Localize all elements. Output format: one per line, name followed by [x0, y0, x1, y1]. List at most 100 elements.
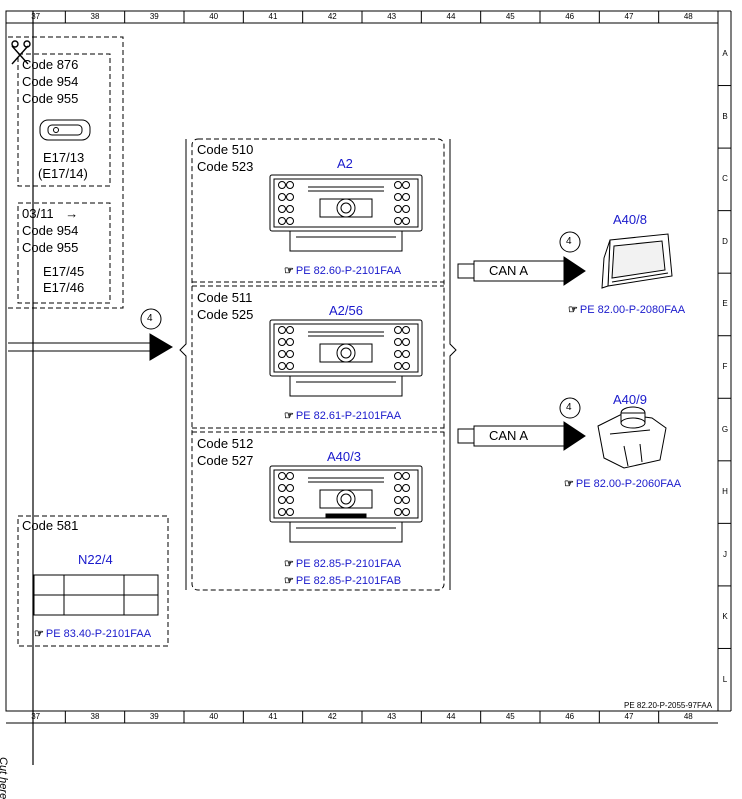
output-1-ref-text: PE 82.00-P-2080FAA — [579, 304, 686, 316]
unit-3-title: A40/3 — [327, 449, 361, 464]
row-label: F — [722, 362, 728, 371]
column-label: 46 — [565, 712, 575, 721]
can-a-connector-1 — [457, 256, 586, 286]
left-group-3-code: Code 581 — [22, 518, 79, 533]
unit-3-ref-2-text: PE 82.85-P-2101FAB — [295, 575, 402, 587]
column-label: 39 — [149, 12, 159, 21]
unit-2-code-2: Code 525 — [197, 307, 254, 322]
left-group-1-part: E17/13 — [43, 150, 85, 165]
row-label: H — [722, 487, 728, 497]
left-group-2-date: 03/11 → — [22, 206, 78, 221]
left-group-2-date-text: 03/11 — [22, 206, 54, 221]
left-group-2-arrow-icon: → — [65, 206, 79, 221]
n22-4-module-icon — [33, 574, 159, 616]
unit-2-code-1: Code 511 — [197, 290, 253, 305]
left-group-3-ref-text: PE 83.40-P-2101FAA — [45, 628, 152, 640]
output-2-part: A40/9 — [613, 392, 647, 407]
pointing-hand-icon: ☞ — [284, 575, 294, 587]
row-label: B — [722, 111, 728, 121]
left-group-3-part: N22/4 — [78, 552, 113, 567]
unit-1-code-1: Code 510 — [197, 142, 254, 157]
column-label: 42 — [327, 712, 337, 721]
output-1-part: A40/8 — [613, 212, 647, 227]
drawing-number: PE 82.20-P-2055-97FAA — [624, 701, 713, 710]
unit-2-ref-1[interactable]: ☞PE 82.61-P-2101FAA — [284, 406, 401, 424]
row-label: J — [723, 549, 727, 559]
radio-head-unit-icon — [269, 319, 423, 397]
unit-1-title: A2 — [337, 156, 353, 171]
scissors-icon — [11, 40, 31, 65]
center-unit-boxes — [191, 138, 445, 591]
display-a40-8-icon — [601, 233, 673, 289]
cut-here-label: Cut here — [0, 757, 9, 799]
left-group-2-part-alt: E17/46 — [43, 280, 85, 295]
left-group-2-code-1: Code 954 — [22, 223, 79, 238]
row-label: L — [722, 674, 728, 684]
controller-a40-9-icon — [597, 406, 667, 469]
radio-head-unit-icon — [269, 174, 423, 252]
can-a-connector-2 — [457, 421, 586, 451]
pointing-hand-icon: ☞ — [284, 265, 294, 277]
incoming-badge-number: 4 — [147, 313, 153, 324]
output-1-badge-number: 4 — [566, 236, 572, 247]
output-1-ref[interactable]: ☞PE 82.00-P-2080FAA — [568, 300, 685, 318]
column-label: 37 — [31, 12, 41, 21]
output-2-badge-number: 4 — [566, 402, 572, 413]
column-label: 43 — [387, 12, 397, 21]
unit-1-code-2: Code 523 — [197, 159, 254, 174]
row-label: A — [722, 49, 728, 59]
column-label: 38 — [90, 712, 100, 721]
column-label: 41 — [268, 712, 278, 721]
output-badge-circle-1 — [559, 231, 581, 253]
left-group-1-code-2: Code 954 — [22, 74, 79, 89]
unit-3-code-2: Code 527 — [197, 453, 254, 468]
column-label: 47 — [624, 712, 634, 721]
column-label: 47 — [624, 12, 634, 21]
column-label: 40 — [209, 12, 219, 21]
left-group-1-part-alt: (E17/14) — [38, 166, 88, 181]
left-group-1-code-3: Code 955 — [22, 91, 79, 106]
row-label: C — [722, 174, 728, 184]
left-group-2-code-2: Code 955 — [22, 240, 79, 255]
unit-1-ref-1[interactable]: ☞PE 82.60-P-2101FAA — [284, 261, 401, 279]
unit-1-ref-1-text: PE 82.60-P-2101FAA — [295, 265, 402, 277]
row-label: G — [721, 424, 729, 434]
incoming-signal-arrow — [8, 333, 173, 361]
column-label: 39 — [149, 712, 159, 721]
column-label: 45 — [505, 712, 515, 721]
column-label: 38 — [90, 12, 100, 21]
left-group-boxes — [8, 36, 169, 647]
row-label: D — [722, 236, 728, 246]
unit-3-ref-1-text: PE 82.85-P-2101FAA — [295, 558, 402, 570]
output-badge-circle-2 — [559, 397, 581, 419]
output-2-bus-label: CAN A — [489, 428, 529, 443]
column-label: 41 — [268, 12, 278, 21]
row-label: K — [722, 612, 728, 622]
left-group-1-code-1: Code 876 — [22, 57, 79, 72]
unit-2-title: A2/56 — [329, 303, 363, 318]
left-group-3-ref[interactable]: ☞PE 83.40-P-2101FAA — [34, 624, 151, 642]
drawing-frame — [5, 10, 732, 724]
pointing-hand-icon: ☞ — [34, 628, 44, 640]
wiring-diagram — [5, 10, 732, 765]
unit-3-ref-1[interactable]: ☞PE 82.85-P-2101FAA — [284, 554, 401, 572]
column-label: 42 — [327, 12, 337, 21]
radio-head-unit-icon — [269, 465, 423, 543]
unit-3-ref-2[interactable]: ☞PE 82.85-P-2101FAB — [284, 571, 401, 589]
output-2-ref[interactable]: ☞PE 82.00-P-2060FAA — [564, 474, 681, 492]
output-1-bus-label: CAN A — [489, 263, 529, 278]
center-braces — [179, 139, 457, 590]
unit-2-ref-1-text: PE 82.61-P-2101FAA — [295, 410, 402, 422]
switch-component-icon — [39, 119, 91, 141]
column-label: 40 — [209, 712, 219, 721]
pointing-hand-icon: ☞ — [568, 304, 578, 316]
column-label: 44 — [446, 712, 456, 721]
column-label: 48 — [683, 712, 693, 721]
output-2-ref-text: PE 82.00-P-2060FAA — [575, 478, 682, 490]
column-ruler-ticks — [64, 11, 660, 723]
row-label: E — [722, 299, 728, 309]
left-group-2-part: E17/45 — [43, 264, 85, 279]
column-label: 37 — [31, 712, 41, 721]
column-label: 46 — [565, 12, 575, 21]
unit-3-code-1: Code 512 — [197, 436, 254, 451]
